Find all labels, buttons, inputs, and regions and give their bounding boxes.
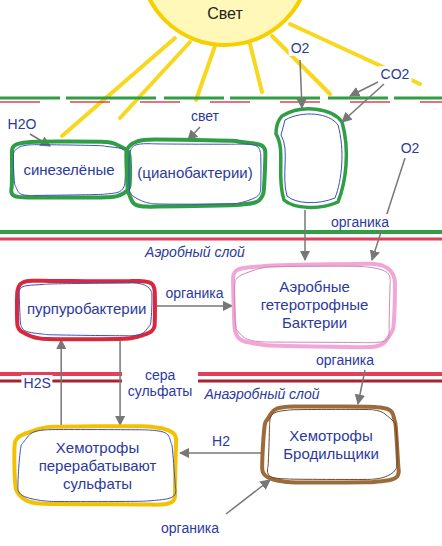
blob-outline [129, 144, 261, 204]
cyanobacteria-blob [276, 109, 346, 208]
node-text-block: Хемотрофы Бродильщики [276, 427, 386, 463]
blob-outline [234, 266, 390, 342]
oxygen-arrow [372, 158, 405, 260]
compound-label: O2 [289, 40, 312, 56]
co2-arrow [350, 82, 378, 96]
flow-label: органика [314, 352, 376, 368]
node-label: Хемотрофы Бродильщики [276, 427, 386, 463]
blob-outline [19, 283, 152, 336]
blob-outline [126, 140, 265, 207]
node-label: Хемотрофы перерабатывают сульфаты [29, 439, 166, 493]
flow-arrow [119, 340, 121, 425]
bacteria-blob: Аэробные гетеротрофные Бактерии [232, 262, 397, 348]
node-label: Аэробные гетеротрофные Бактерии [246, 278, 383, 332]
node-label: пурпуробактерии [27, 300, 145, 318]
compound-label: CO2 [379, 66, 412, 82]
blob-outline [262, 407, 399, 483]
layer-label: Анаэробный слой [202, 386, 321, 402]
flow-label: органика [159, 520, 221, 536]
light-label: свет [189, 108, 221, 124]
edge-label: органика [164, 285, 226, 301]
blob-outline [11, 141, 130, 197]
node-text-block: (цианобактерии) [136, 164, 254, 182]
blob-outline [17, 281, 155, 339]
blob-outline [18, 430, 176, 502]
layer-band [0, 372, 442, 376]
node-text-block: Аэробные гетеротрофные Бактерии [246, 278, 383, 332]
organics-arrow [226, 480, 270, 514]
node-label: (цианобактерии) [136, 164, 254, 182]
cyanobacteria-blob: синезелёные [8, 140, 130, 200]
node-label: синезелёные [20, 161, 118, 179]
cyanobacteria-blob: (цианобактерии) [124, 138, 266, 208]
compound-label: H2O [6, 116, 39, 132]
bacteria-blob: пурпуробактерии [15, 278, 157, 340]
layer-band [0, 380, 442, 383]
edge-label: H2 [210, 433, 232, 449]
bacteria-blob: Хемотрофы перерабатывают сульфаты [15, 425, 180, 507]
blob-outline [13, 145, 126, 196]
edge-label: сера сульфаты [122, 367, 198, 399]
cyanobacteria-blob [281, 114, 342, 203]
compound-label: O2 [399, 140, 422, 156]
flow-arrow [157, 305, 232, 307]
layer-label: Аэробный слой [143, 244, 247, 260]
flow-label: органика [329, 214, 391, 230]
node-text-block: Хемотрофы перерабатывают сульфаты [29, 439, 166, 493]
node-text-block: пурпуробактерии [27, 300, 145, 318]
surface-line [0, 97, 442, 100]
blob-outline [233, 264, 395, 347]
layer-band [0, 230, 442, 234]
edge-label: H2S [22, 375, 53, 391]
oxygen-arrow [300, 60, 302, 108]
light-label: Свет [205, 6, 245, 22]
sun [140, 0, 310, 45]
flow-arrow [180, 452, 262, 454]
flow-arrow [60, 340, 62, 425]
organics-arrow [358, 370, 365, 404]
blob-outline [268, 409, 398, 479]
bacteria-blob: Хемотрофы Бродильщики [262, 405, 400, 485]
node-text-block: синезелёные [20, 161, 118, 179]
organics-arrow [304, 210, 306, 260]
blob-outline [14, 426, 176, 504]
layer-band [0, 238, 442, 241]
surface-line [0, 101, 442, 103]
